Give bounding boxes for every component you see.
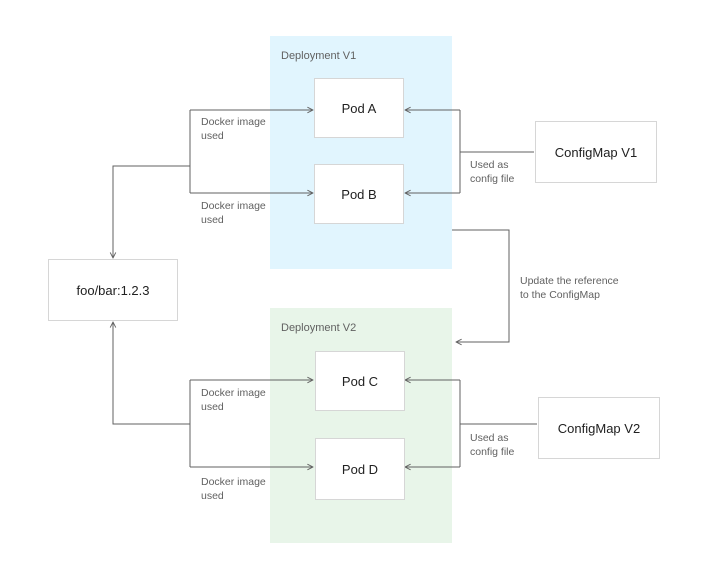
deployment-v2-label: Deployment V2: [281, 322, 357, 334]
docker-edge-pod-a: [189, 110, 313, 193]
image-to-v2-connector: [112, 322, 190, 425]
pod-c-label: Pod C: [341, 373, 379, 389]
deployment-v1-region: Deployment V1: [270, 36, 452, 269]
configmap-v1-box: ConfigMap V1: [535, 121, 657, 183]
deployment-v1-label: Deployment V1: [281, 50, 357, 62]
pod-a-label: Pod A: [341, 100, 377, 116]
configmap-v2-trunk: [459, 380, 537, 467]
image-label: foo/bar:1.2.3: [76, 282, 150, 298]
config-label-v1: Used as config file: [470, 159, 515, 185]
pod-d-box: Pod D: [315, 438, 405, 500]
image-box: foo/bar:1.2.3: [48, 259, 178, 321]
configmap-v1-label: ConfigMap V1: [554, 144, 638, 160]
docker-label-pod-d: Docker image used: [201, 476, 266, 502]
deployment-v2-region: Deployment V2: [270, 308, 452, 543]
pod-a-box: Pod A: [314, 78, 404, 138]
pod-b-box: Pod B: [314, 164, 404, 224]
config-label-v2: Used as config file: [470, 432, 515, 458]
update-reference-edge: [452, 229, 510, 342]
pod-b-label: Pod B: [341, 186, 377, 202]
docker-edge-pod-c: [189, 380, 313, 467]
image-to-v1-connector: [112, 165, 190, 258]
configmap-v1-trunk: [459, 110, 534, 193]
configmap-v2-label: ConfigMap V2: [557, 420, 641, 436]
configmap-v2-box: ConfigMap V2: [538, 397, 660, 459]
update-reference-label: Update the reference to the ConfigMap: [520, 275, 619, 301]
docker-label-pod-b: Docker image used: [201, 200, 266, 226]
docker-label-pod-c: Docker image used: [201, 387, 266, 413]
docker-label-pod-a: Docker image used: [201, 116, 266, 142]
pod-d-label: Pod D: [341, 461, 379, 477]
pod-c-box: Pod C: [315, 351, 405, 411]
